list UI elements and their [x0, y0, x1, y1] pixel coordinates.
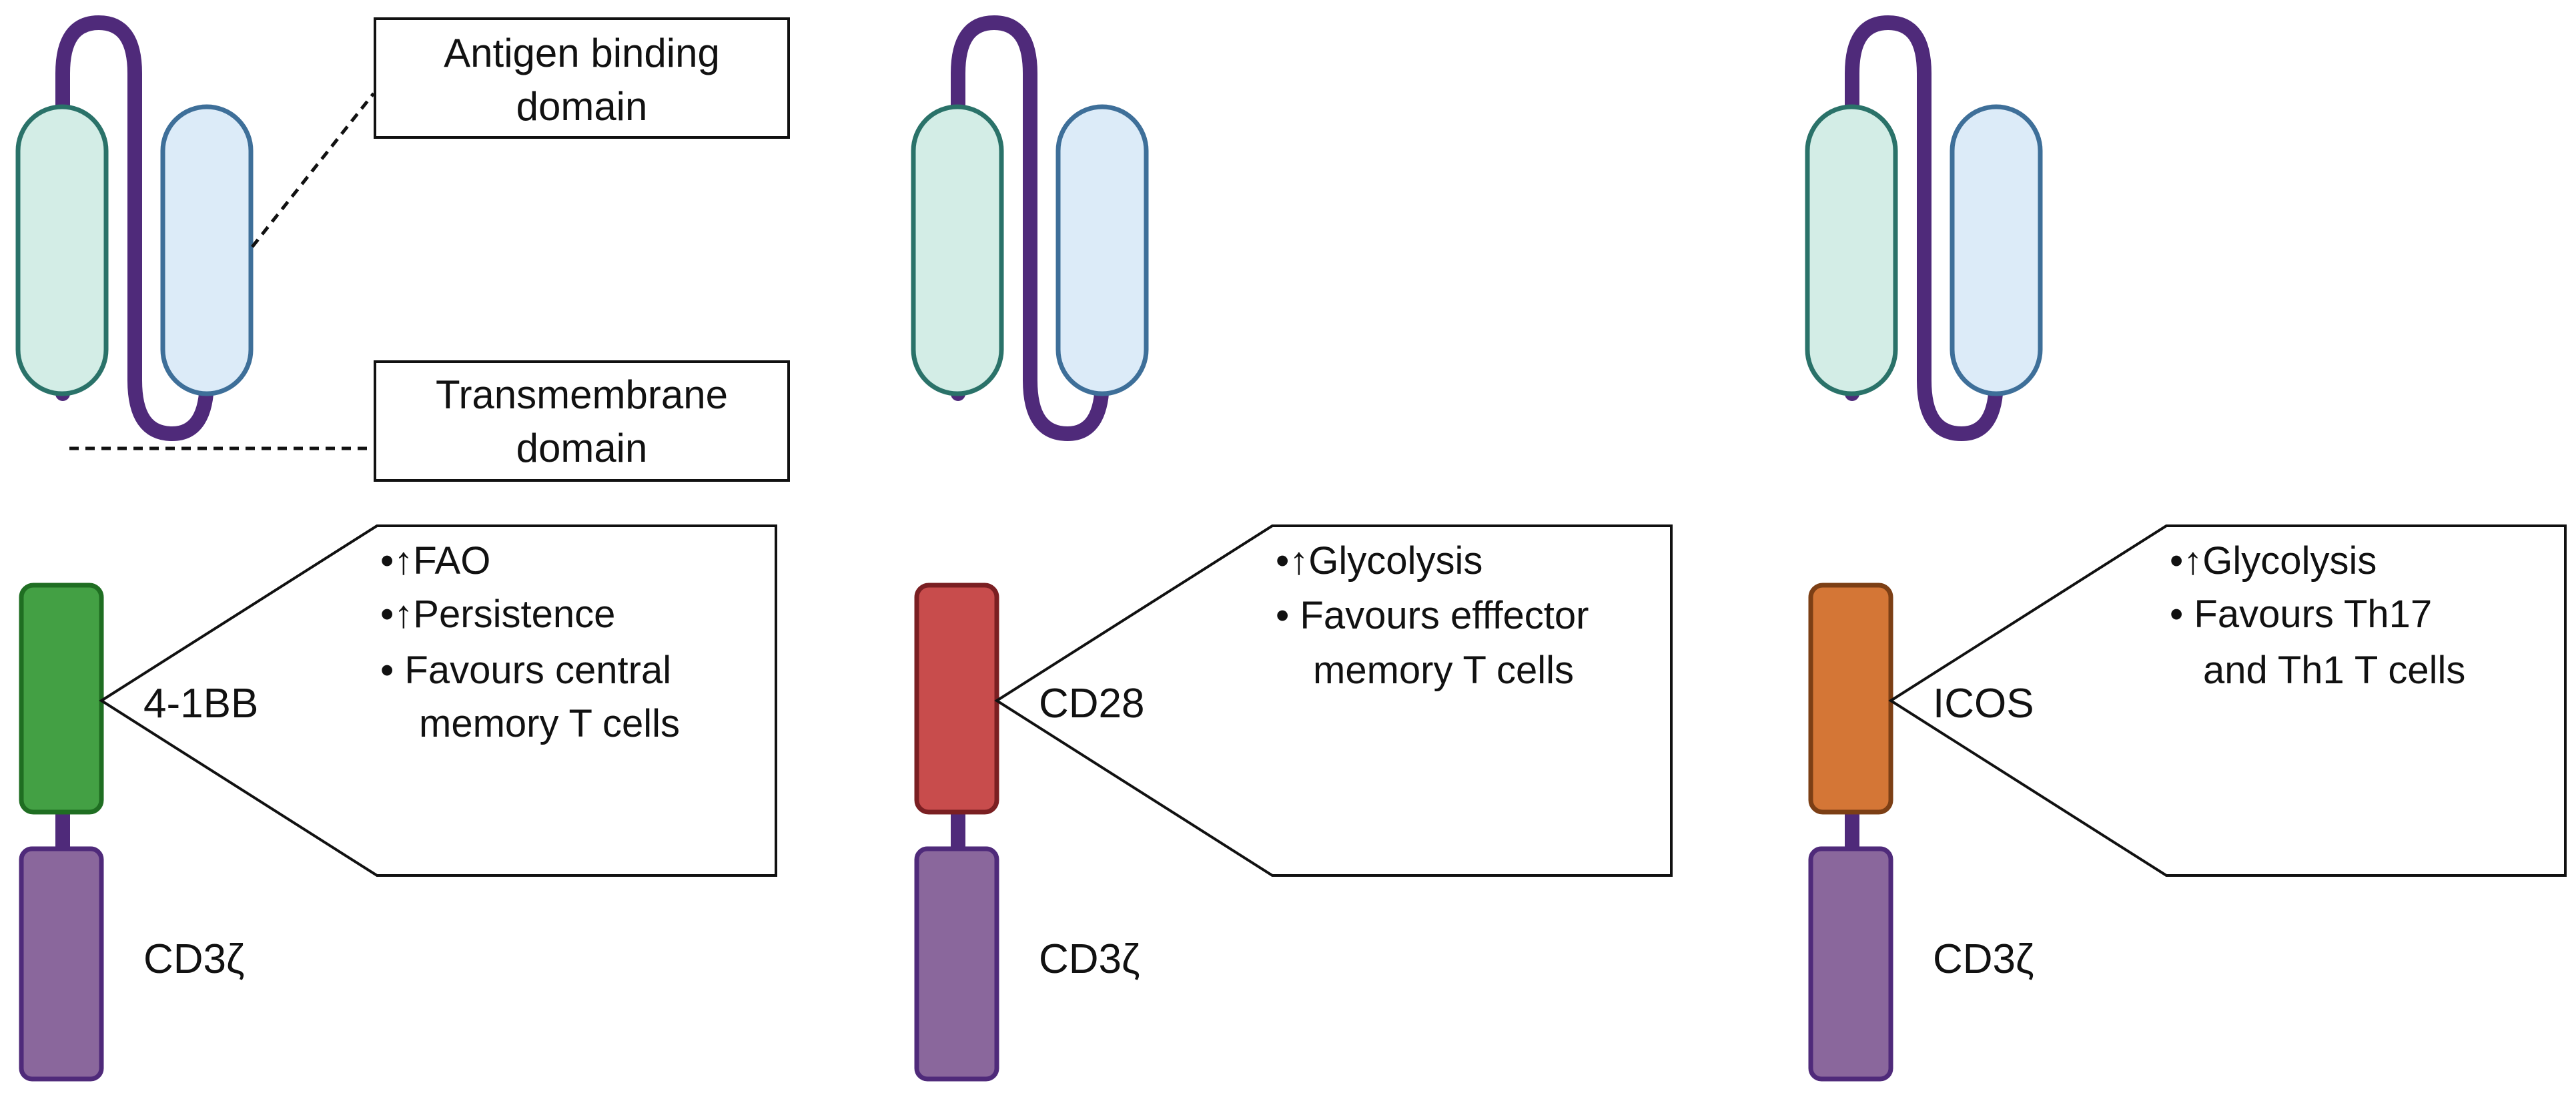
scfv-heavy-chain	[15, 104, 109, 396]
construct-icos: ICOS CD3ζ •↑Glycolysis • Favours Th17 an…	[1805, 15, 2567, 1082]
costim-label: 4-1BB	[143, 681, 258, 727]
scfv-light-chain	[1055, 104, 1149, 396]
linker-line	[55, 15, 214, 442]
transmembrane-box	[374, 360, 790, 482]
scfv-light-chain	[1950, 104, 2043, 396]
linker-line	[1845, 15, 2004, 442]
scfv-heavy-chain	[911, 104, 1004, 396]
construct-4-1bb: 4-1BB CD3ζ •↑FAO •↑Persistence • Favours…	[15, 15, 790, 1082]
bullet-text: • Favours Th17	[2170, 593, 2432, 636]
bullet-text: • Favours efffector	[1276, 594, 1589, 637]
cd3z-label: CD3ζ	[143, 936, 244, 982]
cd3z-domain	[914, 846, 999, 1082]
bullet-text: memory T cells	[419, 702, 680, 745]
bullet-text: and Th1 T cells	[2203, 649, 2465, 692]
callout-box	[994, 524, 1673, 877]
annotation-leader	[251, 92, 375, 248]
callout-box	[1888, 524, 2567, 877]
costim-domain-icos	[1808, 583, 1893, 815]
construct-cd28: CD28 CD3ζ •↑Glycolysis • Favours efffect…	[911, 15, 1673, 1082]
cd3z-label: CD3ζ	[1039, 936, 1140, 982]
cd3z-domain	[19, 846, 104, 1082]
scfv-heavy-chain	[1805, 104, 1898, 396]
antigen-binding-box	[374, 17, 790, 139]
costim-domain-4-1bb	[19, 583, 104, 815]
transmembrane-label: Transmembrane	[436, 372, 728, 417]
bullet-text: •↑Glycolysis	[1276, 539, 1482, 583]
bullet-text: • Favours central	[380, 649, 671, 692]
costim-label: ICOS	[1933, 681, 2034, 727]
linker-line	[951, 15, 1110, 442]
callout-box	[99, 524, 777, 877]
antigen-binding-label: domain	[516, 84, 648, 129]
bullet-text: •↑FAO	[380, 539, 490, 583]
costim-label: CD28	[1039, 681, 1145, 727]
bullet-text: memory T cells	[1313, 649, 1574, 692]
antigen-binding-label: Antigen binding	[444, 31, 720, 75]
cd3z-label: CD3ζ	[1933, 936, 2034, 982]
cd3z-domain	[1808, 846, 1893, 1082]
bullet-text: •↑Persistence	[380, 593, 615, 636]
transmembrane-label: domain	[516, 426, 648, 470]
bullet-text: •↑Glycolysis	[2170, 539, 2377, 583]
costim-domain-cd28	[914, 583, 999, 815]
scfv-light-chain	[160, 104, 254, 396]
